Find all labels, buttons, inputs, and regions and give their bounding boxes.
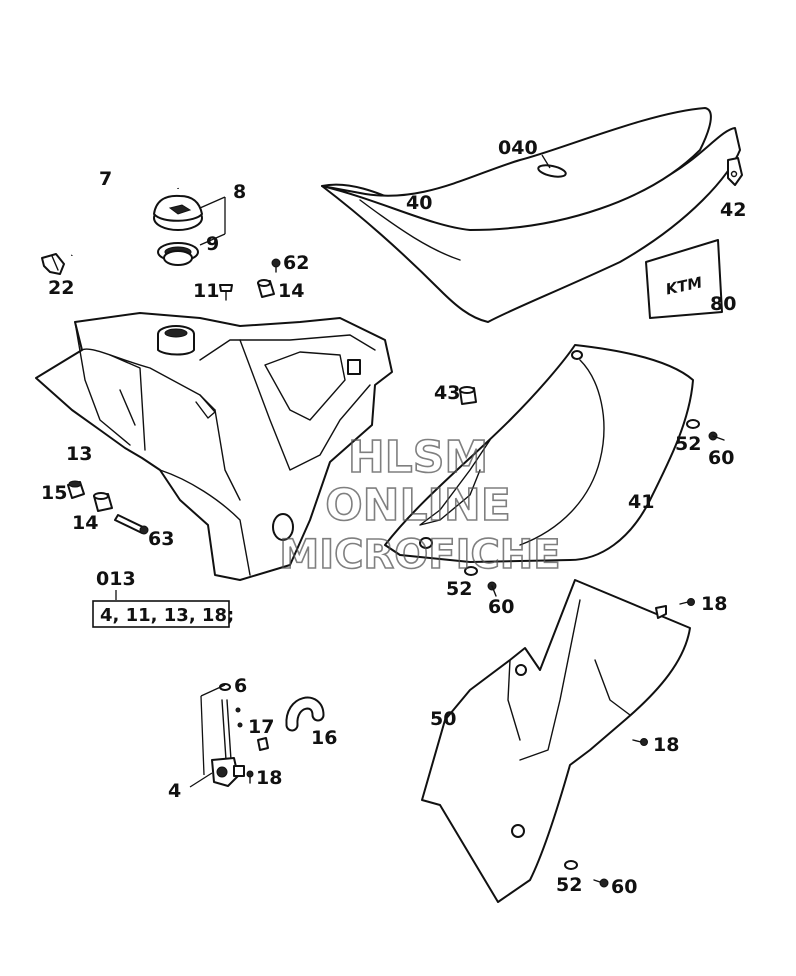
label-040: 040	[498, 137, 538, 159]
hose-clip	[257, 737, 269, 751]
screw-18-c	[632, 738, 648, 746]
spacer-14-top	[257, 279, 275, 298]
label-14-side: 14	[72, 512, 98, 534]
hose-elbow	[41, 253, 65, 275]
label-40: 40	[406, 192, 432, 214]
label-52-c: 52	[556, 874, 582, 896]
seat-bracket	[727, 157, 743, 186]
bolt-15	[67, 480, 85, 499]
label-41: 41	[628, 491, 654, 513]
label-80: 80	[710, 293, 736, 315]
watermark-line-2: ONLINE	[325, 480, 511, 531]
label-18-c: 18	[653, 734, 679, 756]
ktm-decal: KTM	[645, 239, 723, 319]
label-17: 17	[248, 716, 274, 738]
label-52-b: 52	[446, 578, 472, 600]
label-50: 50	[430, 708, 456, 730]
washer-52-a	[686, 419, 700, 429]
label-9: 9	[206, 233, 219, 255]
spacer-14-side	[93, 492, 113, 512]
kit-013	[92, 590, 230, 628]
kit-box-text: 4, 11, 13, 18;	[100, 605, 234, 626]
label-52-a: 52	[675, 433, 701, 455]
bolt-60-b	[487, 581, 497, 597]
bolt-63	[114, 514, 149, 535]
label-13: 13	[66, 443, 92, 465]
label-013: 013	[96, 568, 136, 590]
grommet-43	[459, 386, 477, 405]
label-42: 42	[720, 199, 746, 221]
label-14-top: 14	[278, 280, 304, 302]
label-8: 8	[233, 181, 246, 203]
screw-18-tap	[246, 770, 254, 784]
watermark-line-1: HLSM	[348, 432, 488, 483]
seat	[321, 107, 741, 323]
watermark: HLSM ONLINE MICROFICHE	[279, 431, 562, 579]
screw-11	[219, 284, 233, 301]
label-15: 15	[41, 482, 67, 504]
washer-52-b	[464, 566, 478, 576]
fuel-line	[70, 165, 180, 256]
washer-52-c	[564, 860, 578, 870]
label-60-a: 60	[708, 447, 734, 469]
side-panel-lower	[421, 579, 691, 903]
label-43: 43	[434, 382, 460, 404]
side-panel-upper	[384, 344, 694, 563]
cap-gasket	[157, 242, 199, 266]
label-60-c: 60	[611, 876, 637, 898]
label-22: 22	[48, 277, 74, 299]
bolt-60-c	[593, 878, 609, 888]
kit-box	[92, 600, 230, 628]
filler-cap	[153, 194, 203, 231]
bolt-62	[271, 258, 281, 273]
fuel-hose	[285, 696, 325, 732]
label-63: 63	[148, 528, 174, 550]
label-18-a: 18	[701, 593, 727, 615]
label-11: 11	[193, 280, 219, 302]
watermark-line-3: MICROFICHE	[279, 532, 560, 578]
label-16: 16	[311, 727, 337, 749]
label-60-b: 60	[488, 596, 514, 618]
leader-lines	[189, 154, 551, 788]
label-62: 62	[283, 252, 309, 274]
bolt-60-a	[708, 431, 725, 441]
label-7: 7	[99, 168, 112, 190]
callout-labels: 040 40 42 80 7 8 9 22 62 11 14 43 13 52 …	[41, 137, 746, 898]
screw-18-b	[679, 598, 695, 606]
fuel-tank	[35, 312, 393, 581]
label-18-b: 18	[256, 767, 282, 789]
fuel-tap	[211, 683, 245, 787]
label-4: 4	[168, 780, 181, 802]
label-6: 6	[234, 675, 247, 697]
